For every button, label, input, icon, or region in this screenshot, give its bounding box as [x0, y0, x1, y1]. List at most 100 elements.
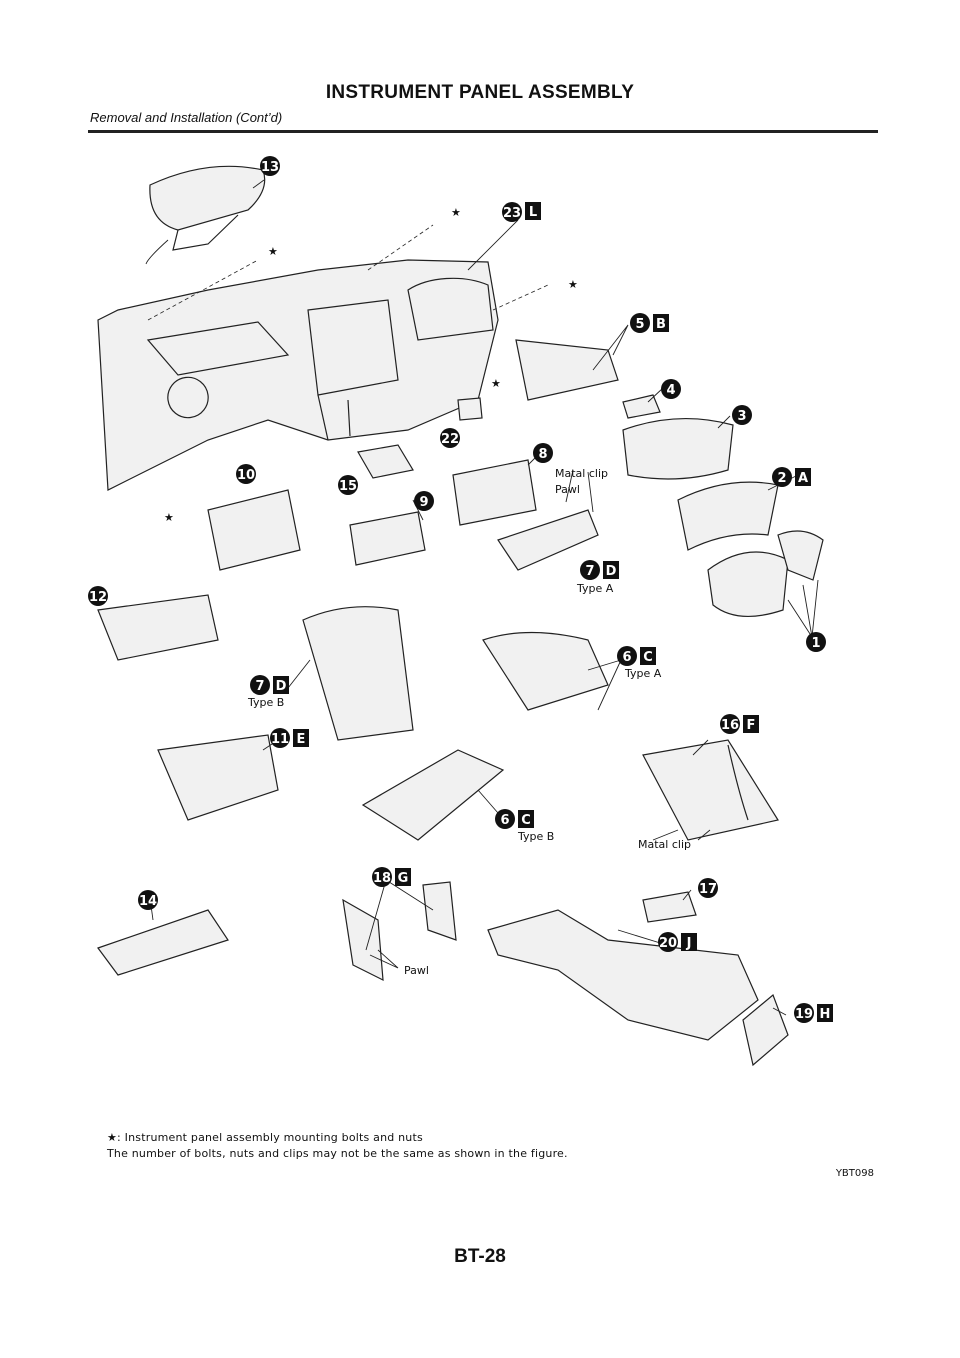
callout-18-letter: G — [395, 868, 411, 886]
callout-14: 14 — [138, 890, 158, 910]
star-marker: ★ — [268, 245, 278, 258]
callout-18: 18 — [372, 867, 392, 887]
callout-2-letter: A — [795, 468, 811, 486]
svg-text:20: 20 — [659, 936, 677, 951]
audio-unit — [452, 459, 537, 526]
page-number: BT-28 — [454, 1246, 506, 1267]
svg-text:J: J — [686, 936, 692, 951]
svg-text:15: 15 — [339, 479, 357, 494]
label-type-a-7: Type A — [576, 582, 614, 595]
steering-column-cover — [707, 551, 789, 618]
callout-8: 8 — [533, 443, 553, 463]
svg-text:1: 1 — [811, 636, 820, 651]
callout-16-letter: F — [743, 715, 759, 733]
small-bracket — [457, 397, 483, 421]
star-marker: ★ — [451, 206, 461, 219]
svg-text:9: 9 — [419, 495, 428, 510]
callout-2: 2 — [772, 467, 792, 487]
svg-text:18: 18 — [373, 871, 391, 886]
callout-7-type-a: 7 — [580, 560, 600, 580]
side-cover-left — [342, 898, 384, 982]
callout-9: 9 — [414, 491, 434, 511]
callout-1: 1 — [806, 632, 826, 652]
exploded-parts-diagram: 13 23 L 5 B 4 3 2 A 22 8 15 10 9 7 D 12 … — [88, 156, 833, 1067]
callout-13: 13 — [260, 156, 280, 176]
rear-console-cover — [742, 993, 789, 1067]
svg-text:7: 7 — [255, 679, 264, 694]
callout-12: 12 — [88, 586, 108, 606]
legend-note-quantity: The number of bolts, nuts and clips may … — [107, 1147, 568, 1160]
callout-20: 20 — [658, 932, 678, 952]
cluster-finisher-type-b — [302, 606, 414, 741]
svg-text:E: E — [297, 732, 306, 747]
label-matal-clip-console: Matal clip — [638, 838, 691, 851]
star-marker: ★ — [568, 278, 578, 291]
label-matal-clip-top: Matal clip — [555, 467, 608, 480]
svg-text:13: 13 — [261, 160, 279, 175]
svg-text:L: L — [529, 205, 537, 220]
cluster-finisher-type-a — [497, 509, 599, 571]
callout-19: 19 — [794, 1003, 814, 1023]
page-title: INSTRUMENT PANEL ASSEMBLY — [325, 82, 635, 103]
svg-text:8: 8 — [538, 447, 547, 462]
svg-text:11: 11 — [271, 732, 289, 747]
glove-box — [157, 734, 279, 821]
callout-6-type-a-letter: C — [640, 647, 656, 665]
steering-column-cover-upper — [777, 530, 824, 581]
callout-7-type-b-letter: D — [273, 676, 289, 694]
svg-text:7: 7 — [585, 564, 594, 579]
svg-text:D: D — [606, 564, 617, 579]
instrument-lower-cover — [97, 909, 229, 976]
label-pawl-top: Pawl — [555, 483, 580, 496]
label-type-b-7: Type B — [247, 696, 284, 709]
console-finisher — [642, 739, 779, 841]
cluster-lid — [677, 481, 779, 551]
callout-17: 17 — [698, 878, 718, 898]
svg-text:H: H — [820, 1007, 831, 1022]
callout-5-letter: B — [653, 314, 669, 332]
svg-text:6: 6 — [500, 813, 509, 828]
callout-20-letter: J — [681, 933, 697, 951]
svg-text:C: C — [643, 650, 653, 665]
svg-text:16: 16 — [721, 718, 739, 733]
svg-text:19: 19 — [795, 1007, 813, 1022]
svg-text:12: 12 — [89, 590, 107, 605]
console-lid — [642, 891, 697, 923]
ashtray — [357, 444, 414, 479]
lower-instrument-panel — [97, 594, 219, 661]
callout-6-type-b: 6 — [495, 809, 515, 829]
svg-text:22: 22 — [441, 432, 459, 447]
svg-text:23: 23 — [503, 206, 521, 221]
svg-text:3: 3 — [737, 409, 746, 424]
callout-7-type-a-letter: D — [603, 561, 619, 579]
callout-23: 23 — [502, 202, 522, 222]
heater-control — [349, 511, 426, 566]
switch-part — [622, 394, 661, 419]
svg-text:5: 5 — [635, 317, 644, 332]
combination-meter — [622, 417, 734, 480]
label-type-a-6: Type A — [624, 667, 662, 680]
callout-3: 3 — [732, 405, 752, 425]
svg-text:6: 6 — [622, 650, 631, 665]
svg-text:C: C — [521, 813, 531, 828]
passenger-airbag-module — [145, 165, 266, 265]
side-cover-right — [422, 881, 457, 941]
svg-text:10: 10 — [237, 468, 255, 483]
callout-22: 22 — [440, 428, 460, 448]
svg-text:D: D — [276, 679, 287, 694]
svg-text:17: 17 — [699, 882, 717, 897]
callout-16: 16 — [720, 714, 740, 734]
callout-11-letter: E — [293, 729, 309, 747]
label-type-b-6: Type B — [517, 830, 554, 843]
callout-7-type-b: 7 — [250, 675, 270, 695]
svg-text:G: G — [398, 871, 409, 886]
instrument-panel-main — [97, 259, 499, 491]
svg-text:14: 14 — [139, 894, 157, 909]
figure-id: YBT098 — [835, 1168, 874, 1179]
star-marker: ★ — [491, 377, 501, 390]
knee-panel — [515, 339, 619, 401]
callout-4: 4 — [661, 379, 681, 399]
svg-text:B: B — [656, 317, 666, 332]
callout-6-type-b-letter: C — [518, 810, 534, 828]
display-unit — [207, 489, 301, 571]
